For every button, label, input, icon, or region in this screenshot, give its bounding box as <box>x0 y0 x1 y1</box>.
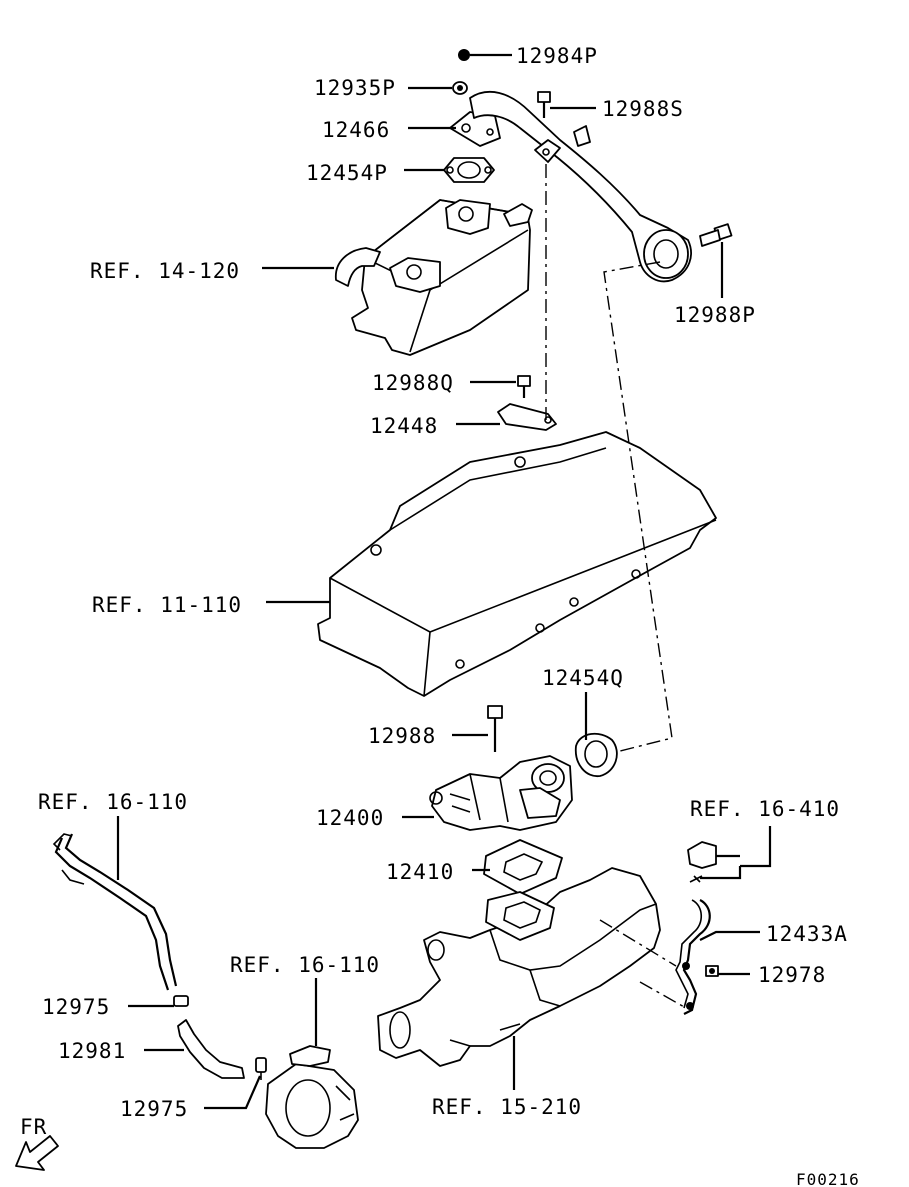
label-12448[interactable]: 12448 <box>370 414 438 438</box>
alignment-lines <box>545 164 687 1009</box>
part-12975-clamp-upper[interactable] <box>173 995 189 1007</box>
label-12981[interactable]: 12981 <box>58 1039 126 1063</box>
label-ref-14-120[interactable]: REF. 14-120 <box>90 259 240 283</box>
part-12448-bracket[interactable] <box>497 403 557 431</box>
label-ref-16-110-bottom[interactable]: REF. 16-110 <box>230 953 380 977</box>
part-12984P-nut[interactable] <box>458 49 470 61</box>
label-ref-16-410[interactable]: REF. 16-410 <box>690 797 840 821</box>
part-12988P-bolt[interactable] <box>699 223 733 247</box>
part-12454Q-gasket[interactable] <box>574 732 618 777</box>
part-12433A-pipe[interactable] <box>675 899 711 1015</box>
label-12988S[interactable]: 12988S <box>602 97 684 121</box>
label-12410[interactable]: 12410 <box>386 860 454 884</box>
part-12981-hose[interactable] <box>177 1019 245 1079</box>
label-12454Q[interactable]: 12454Q <box>542 666 624 690</box>
part-12975-clamp-lower[interactable] <box>255 1057 267 1080</box>
part-12988S-bolt[interactable] <box>537 91 551 118</box>
ref-16-110-water-pipe[interactable] <box>52 833 178 991</box>
label-12988Q[interactable]: 12988Q <box>372 371 454 395</box>
part-12466-egr-pipe[interactable] <box>449 90 692 283</box>
label-12988P[interactable]: 12988P <box>674 303 756 327</box>
front-direction-indicator: FR <box>15 1115 59 1171</box>
part-12988-bolt[interactable] <box>487 705 503 752</box>
diagram-code: F00216 <box>796 1170 860 1187</box>
label-ref-16-110-left[interactable]: REF. 16-110 <box>38 790 188 814</box>
label-12466[interactable]: 12466 <box>322 118 390 142</box>
ref-15-210-intake-manifold[interactable] <box>377 867 661 1067</box>
part-12400-egr-valve[interactable] <box>429 755 573 831</box>
label-12433A[interactable]: 12433A <box>766 922 848 946</box>
label-ref-15-210[interactable]: REF. 15-210 <box>432 1095 582 1119</box>
leader-lines <box>116 53 772 1110</box>
label-ref-11-110[interactable]: REF. 11-110 <box>92 593 242 617</box>
ref-11-110-engine-head[interactable] <box>317 431 717 697</box>
ref-14-120-oil-cooler[interactable] <box>335 199 533 356</box>
label-12975-lower[interactable]: 12975 <box>120 1097 188 1121</box>
part-12935P-nut[interactable] <box>452 81 468 95</box>
label-12975-upper[interactable]: 12975 <box>42 995 110 1019</box>
fr-label: FR <box>20 1115 47 1139</box>
ref-16-110-thermostat-housing[interactable] <box>265 1045 359 1149</box>
label-12978[interactable]: 12978 <box>758 963 826 987</box>
label-12400[interactable]: 12400 <box>316 806 384 830</box>
part-12988Q-bolt[interactable] <box>517 375 531 398</box>
fr-arrow-icon <box>15 1135 59 1171</box>
label-12988[interactable]: 12988 <box>368 724 436 748</box>
part-12978-bolt[interactable] <box>705 965 719 977</box>
label-12935P[interactable]: 12935P <box>314 76 396 100</box>
ref-16-410-sensor[interactable] <box>687 841 717 883</box>
part-12454P-gasket[interactable] <box>443 157 495 183</box>
label-12454P[interactable]: 12454P <box>306 161 388 185</box>
part-12410-gasket[interactable] <box>483 839 563 895</box>
label-12984P[interactable]: 12984P <box>516 44 598 68</box>
